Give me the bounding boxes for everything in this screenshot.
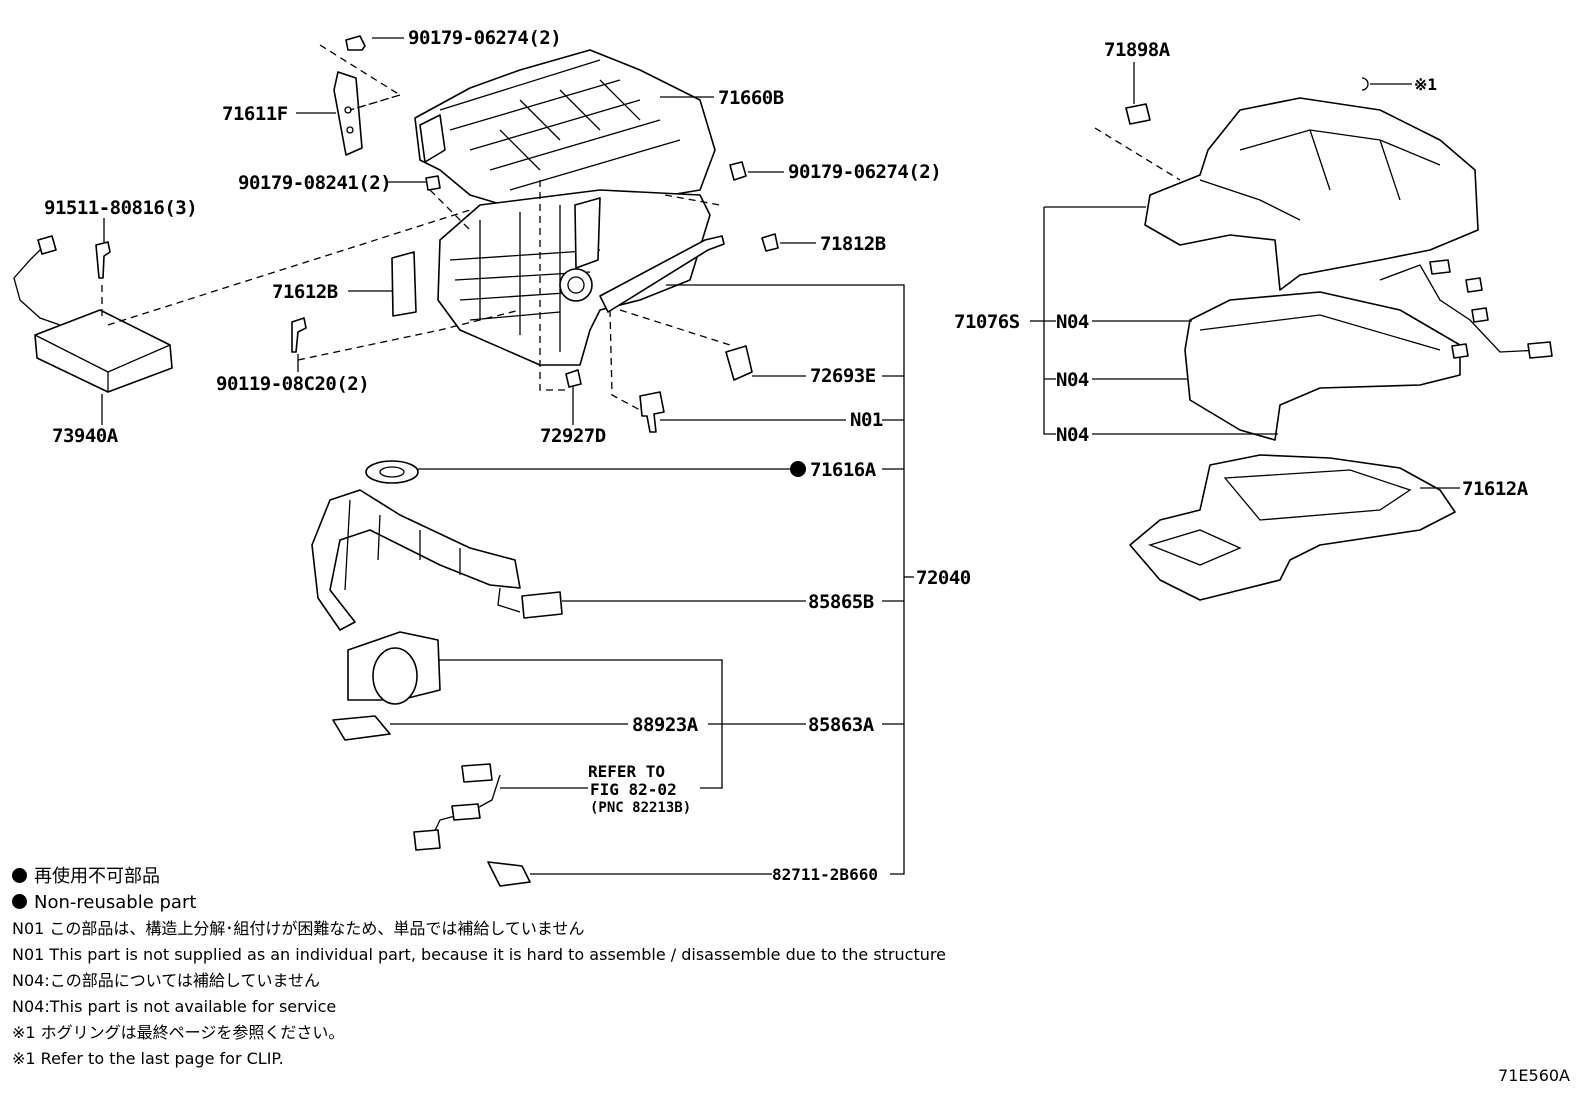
cushion-drawing xyxy=(1125,77,1553,601)
label-refer-to: REFER TO xyxy=(588,762,665,781)
nonreusable-dot-icon xyxy=(12,894,27,909)
nonreusable-dot-icon xyxy=(12,868,27,883)
label-90119-08c20: 90119-08C20(2) xyxy=(216,373,369,395)
label-refer-fig: FIG 82-02 xyxy=(590,780,677,799)
duct-drawing xyxy=(311,460,563,887)
label-71612b: 71612B xyxy=(272,281,338,303)
legend-nonreusable-en-row: Non-reusable part xyxy=(12,890,1012,916)
label-85865b: 85865B xyxy=(808,591,874,613)
label-72927d: 72927D xyxy=(540,425,606,447)
label-n04-a: N04 xyxy=(1056,311,1089,333)
figure-id: 71E560A xyxy=(1498,1066,1570,1085)
label-clip-ref: ※1 xyxy=(1414,75,1437,94)
label-71898a: 71898A xyxy=(1104,39,1171,61)
label-91511-80816: 91511-80816(3) xyxy=(44,197,197,219)
label-71612a: 71612A xyxy=(1462,478,1529,500)
legend-nonreusable-ja: 再使用不可部品 xyxy=(34,866,160,887)
part-labels: 90179-06274(2) 71660B 71611F 90179-08241… xyxy=(44,27,1529,884)
legend-n04-en: N04:This part is not available for servi… xyxy=(12,997,337,1016)
label-refer-pnc: (PNC 82213B) xyxy=(590,800,691,816)
label-n04-c: N04 xyxy=(1056,424,1089,446)
label-90179-06274-right: 90179-06274(2) xyxy=(788,161,941,183)
legend-n01-ja: N01 この部品は、構造上分解･組付けが困難なため、単品では補給していません xyxy=(12,919,585,938)
label-n01: N01 xyxy=(850,409,883,431)
label-71076s: 71076S xyxy=(954,311,1020,333)
label-88923a: 88923A xyxy=(632,714,699,736)
label-71616a: 71616A xyxy=(810,459,877,481)
label-82711-2b660: 82711-2B660 xyxy=(772,865,878,884)
legend-nonreusable-ja-row: 再使用不可部品 xyxy=(12,864,1012,890)
legend-nonreusable-en: Non-reusable part xyxy=(34,892,197,913)
label-90179-06274-top: 90179-06274(2) xyxy=(408,27,561,49)
leader-lines xyxy=(101,37,1460,875)
nonreusable-dot-icon xyxy=(790,461,806,477)
legend: 再使用不可部品 Non-reusable part N01 この部品は、構造上分… xyxy=(12,864,1012,1072)
label-72693e: 72693E xyxy=(810,365,876,387)
label-71660b: 71660B xyxy=(718,87,784,109)
label-71611f: 71611F xyxy=(222,103,288,125)
assembly-dashes xyxy=(101,44,1181,411)
legend-clip-en: ※1 Refer to the last page for CLIP. xyxy=(12,1049,284,1068)
legend-clip-ja: ※1 ホグリングは最終ページを参照ください。 xyxy=(12,1023,345,1042)
legend-n04-ja: N04:この部品については補給していません xyxy=(12,971,320,990)
seat-frame-drawing xyxy=(13,35,779,433)
label-90179-08241: 90179-08241(2) xyxy=(238,172,391,194)
label-73940a: 73940A xyxy=(52,425,119,447)
legend-n01-en: N01 This part is not supplied as an indi… xyxy=(12,945,946,964)
label-n04-b: N04 xyxy=(1056,369,1089,391)
label-85863a: 85863A xyxy=(808,714,875,736)
label-72040: 72040 xyxy=(916,567,971,589)
label-71812b: 71812B xyxy=(820,233,886,255)
